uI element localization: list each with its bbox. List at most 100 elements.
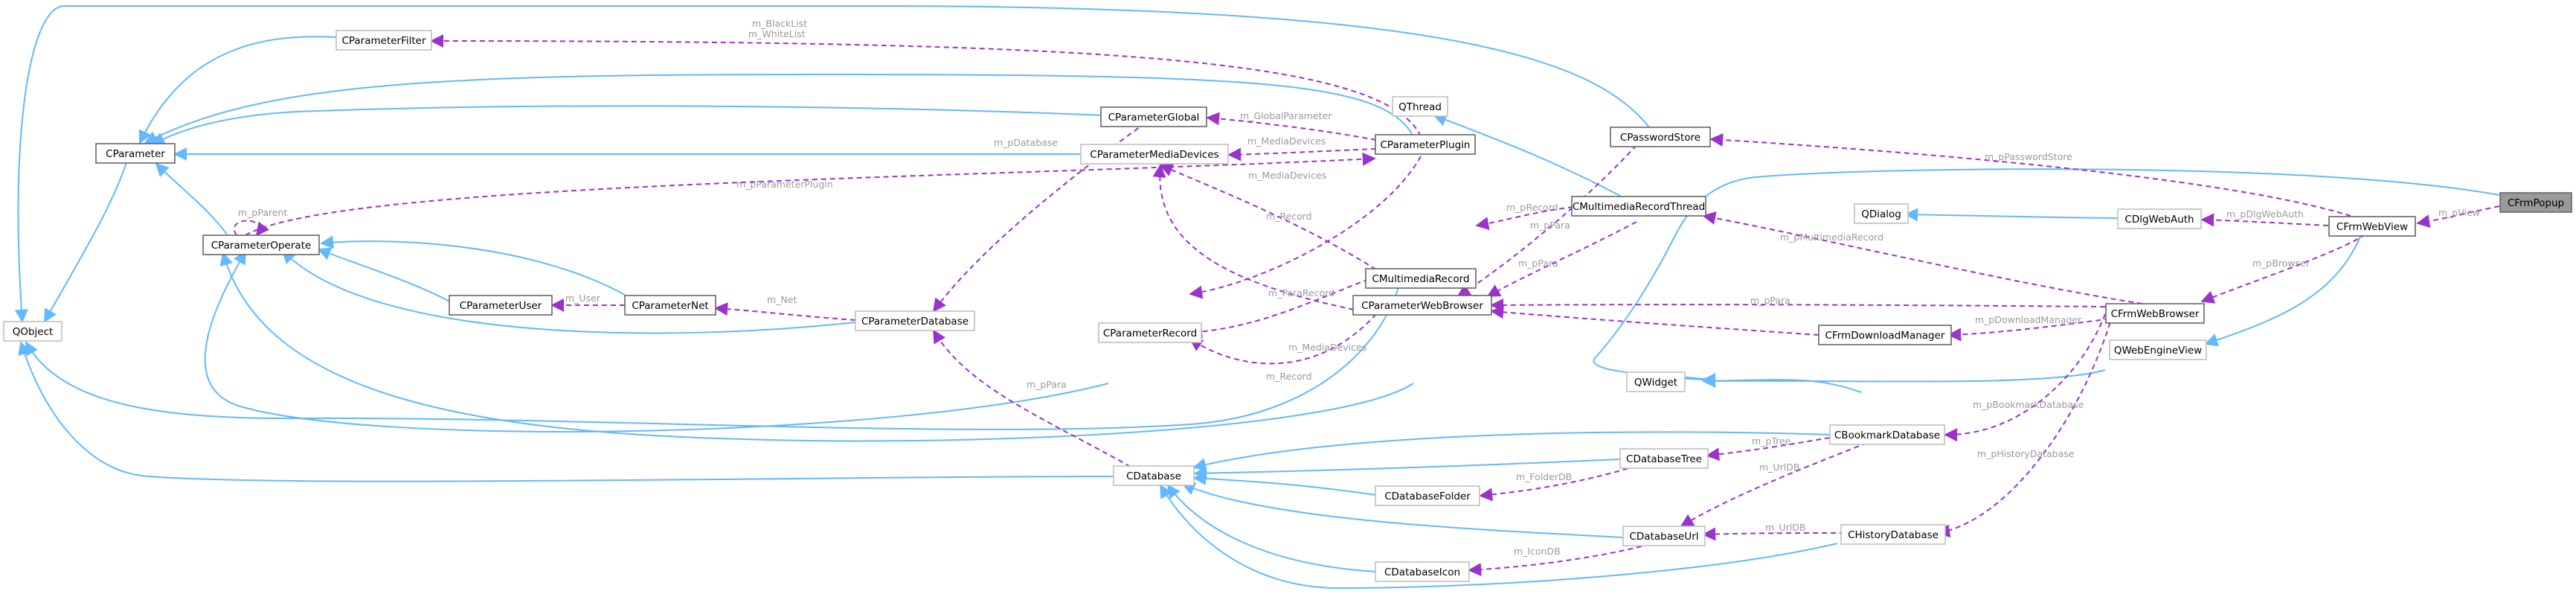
node-cbookmarkdatabase[interactable]: CBookmarkDatabase bbox=[1829, 424, 1945, 445]
node-cdatabaseicon[interactable]: CDatabaseIcon bbox=[1375, 561, 1470, 582]
node-cparameternet[interactable]: CParameterNet bbox=[624, 295, 716, 316]
edge-cfrmpopup-to-qwidget bbox=[1593, 168, 2500, 386]
inheritance-edges bbox=[14, 3, 2500, 590]
edge-cparameterplugin-to-cparameter bbox=[144, 73, 1414, 144]
edge-cfrmdownloadmanager-to-qwidget bbox=[1702, 374, 1862, 393]
svg-text:CFrmDownloadManager: CFrmDownloadManager bbox=[1825, 330, 1945, 342]
edge-label: m_MediaDevices bbox=[1247, 135, 1326, 147]
edge-cbookmarkdatabase-to-cdatabase bbox=[1192, 431, 1831, 471]
svg-text:CMultimediaRecord: CMultimediaRecord bbox=[1372, 273, 1469, 285]
edge-cfrmpopup-uses-cfrmwebview bbox=[2416, 205, 2500, 229]
node-qwidget[interactable]: QWidget bbox=[1626, 371, 1686, 392]
node-cmultimediarecordthread[interactable]: CMultimediaRecordThread bbox=[1571, 196, 1706, 217]
svg-text:CFrmPopup: CFrmPopup bbox=[2508, 197, 2564, 209]
node-cparameterglobal[interactable]: CParameterGlobal bbox=[1100, 106, 1207, 127]
svg-text:QWebEngineView: QWebEngineView bbox=[2114, 345, 2202, 357]
edge-cmultimediarecord-to-qobject bbox=[25, 287, 1399, 430]
edge-cparameterfilter-to-cparameter bbox=[138, 36, 338, 144]
svg-text:CParameterMediaDevices: CParameterMediaDevices bbox=[1090, 149, 1218, 161]
node-cparametermediadevices[interactable]: CParameterMediaDevices bbox=[1080, 144, 1229, 165]
node-cdlgwebauth[interactable]: CDlgWebAuth bbox=[2117, 208, 2202, 229]
svg-text:CDatabaseUrl: CDatabaseUrl bbox=[1629, 531, 1698, 543]
edge-cparameteroperate-uses-self bbox=[234, 220, 269, 237]
node-cfrmpopup[interactable]: CFrmPopup bbox=[2499, 192, 2572, 213]
edge-label: m_Record bbox=[1266, 371, 1312, 382]
svg-text:CParameterWebBrowser: CParameterWebBrowser bbox=[1361, 300, 1483, 312]
svg-text:CParameter: CParameter bbox=[106, 148, 165, 160]
edge-cfrmwebbrowser-uses-chistorydatabase bbox=[1936, 313, 2113, 538]
edge-cfrmwebview-uses-cfrmwebbrowser bbox=[2200, 234, 2366, 304]
svg-text:QWidget: QWidget bbox=[1634, 377, 1677, 389]
edge-cparameterwebbrowser-uses-cparameterrecord bbox=[1189, 313, 1377, 365]
edge-label: m_GlobalParameter bbox=[1240, 110, 1332, 121]
svg-text:CDatabase: CDatabase bbox=[1126, 470, 1181, 482]
edge-label: m_pPara bbox=[1530, 220, 1570, 231]
edge-label: m_pRecord bbox=[1506, 202, 1558, 213]
edge-label: m_pView bbox=[2438, 207, 2480, 218]
edge-cmultimediarecordthread-uses-cmultimediarecord bbox=[1475, 206, 1574, 231]
edge-cdatabaseurl-uses-cdatabaseicon bbox=[1468, 541, 1660, 577]
node-cdatabasetree[interactable]: CDatabaseTree bbox=[1619, 448, 1709, 469]
node-cdatabasefolder[interactable]: CDatabaseFolder bbox=[1375, 485, 1480, 506]
node-cmultimediarecord[interactable]: CMultimediaRecord bbox=[1365, 268, 1477, 289]
edge-cparameterwebbrowser-uses-cparametermediadevices bbox=[1152, 164, 1355, 310]
node-cparameterfilter[interactable]: CParameterFilter bbox=[335, 30, 432, 51]
edge-chistorydatabase-to-cdatabase bbox=[1160, 484, 1838, 590]
edge-label: m_pHistoryDatabase bbox=[1977, 448, 2075, 459]
edge-cparameteroperate-uses-cparameterplugin bbox=[245, 152, 1376, 236]
edge-label: m_pParent bbox=[238, 207, 287, 218]
edge-cfrmwebview-uses-cdlgwebauth bbox=[2200, 213, 2329, 227]
edge-label: m_User bbox=[565, 293, 601, 304]
svg-text:QObject: QObject bbox=[13, 326, 54, 338]
node-chistorydatabase[interactable]: CHistoryDatabase bbox=[1840, 524, 1946, 545]
edge-label: m_pPara bbox=[1750, 295, 1790, 306]
edge-chistorydatabase-uses-cdatabaseurl bbox=[1702, 527, 1846, 541]
node-cparameterplugin[interactable]: CParameterPlugin bbox=[1375, 134, 1476, 155]
node-cparameterrecord[interactable]: CParameterRecord bbox=[1098, 322, 1202, 343]
edge-cfrmwebbrowser-uses-cbookmarkdatabase bbox=[1944, 313, 2106, 442]
svg-text:CParameterRecord: CParameterRecord bbox=[1103, 328, 1197, 339]
edge-cmultimediarecordthread-to-qthread bbox=[1433, 113, 1637, 205]
edge-cmultimediarecordthread-uses-cparameterwebbrowser bbox=[1486, 221, 1637, 297]
edge-label: m_pParameterPlugin bbox=[736, 179, 833, 190]
node-qwebengineview[interactable]: QWebEngineView bbox=[2109, 339, 2207, 360]
edge-label: m_pMultimediaRecord bbox=[1780, 232, 1883, 243]
svg-text:CParameterOperate: CParameterOperate bbox=[211, 240, 312, 252]
edge-cdatabasetree-uses-cdatabasefolder bbox=[1479, 465, 1637, 502]
svg-text:CParameterPlugin: CParameterPlugin bbox=[1381, 139, 1471, 151]
edge-label: m_MediaDevices bbox=[1288, 342, 1366, 353]
edge-cdatabaseurl-to-cdatabase bbox=[1181, 482, 1624, 538]
node-qobject[interactable]: QObject bbox=[3, 321, 62, 342]
svg-text:CDatabaseIcon: CDatabaseIcon bbox=[1384, 566, 1460, 578]
edge-cparameteruser-to-cparameteroperate bbox=[317, 247, 455, 304]
edge-label: m_ParaRecord bbox=[1268, 287, 1334, 298]
node-cparameter[interactable]: CParameter bbox=[95, 143, 176, 164]
edge-cframwebview-to-qwebengineview bbox=[2204, 232, 2363, 347]
node-cfrmwebbrowser[interactable]: CFrmWebBrowser bbox=[2105, 303, 2205, 324]
edge-cfrmwebbrowser-to-qwidget bbox=[1702, 369, 2106, 388]
node-cdatabase[interactable]: CDatabase bbox=[1113, 465, 1195, 486]
edge-label: m_Net bbox=[767, 294, 797, 305]
edge-cparameter-to-qobject bbox=[44, 162, 127, 323]
node-cparameterwebbrowser[interactable]: CParameterWebBrowser bbox=[1352, 295, 1492, 316]
node-qthread[interactable]: QThread bbox=[1392, 96, 1448, 117]
node-qdialog[interactable]: QDialog bbox=[1854, 203, 1909, 224]
svg-text:CHistoryDatabase: CHistoryDatabase bbox=[1848, 529, 1939, 541]
edge-cdatabasefolder-to-cdatabase bbox=[1192, 471, 1377, 496]
edge-label: m_FolderDB bbox=[1516, 471, 1572, 482]
node-cfrmdownloadmanager[interactable]: CFrmDownloadManager bbox=[1818, 325, 1952, 345]
node-cpasswordstore[interactable]: CPasswordStore bbox=[1610, 127, 1711, 147]
edge-cparameternet-to-cparameteroperate bbox=[320, 235, 626, 296]
edge-cparameterwebbrowser-to-cparameteroperate bbox=[219, 252, 1414, 442]
edge-cparameterplugin-uses-cparameterrecord bbox=[1189, 156, 1422, 299]
svg-text:CParameterFilter: CParameterFilter bbox=[341, 35, 426, 47]
node-cparameteruser[interactable]: CParameterUser bbox=[449, 295, 553, 316]
edge-cparameterdatabase-uses-cparameternet bbox=[714, 302, 856, 321]
node-cparameteroperate[interactable]: CParameterOperate bbox=[202, 234, 320, 255]
node-cdatabaseurl[interactable]: CDatabaseUrl bbox=[1622, 526, 1706, 546]
node-cparameterdatabase[interactable]: CParameterDatabase bbox=[855, 310, 975, 331]
node-cfrmwebview[interactable]: CFrmWebView bbox=[2328, 216, 2416, 237]
edge-label: m_WhiteList bbox=[748, 28, 806, 39]
edge-cparameterdatabase-to-cparameteroperate bbox=[281, 249, 856, 334]
